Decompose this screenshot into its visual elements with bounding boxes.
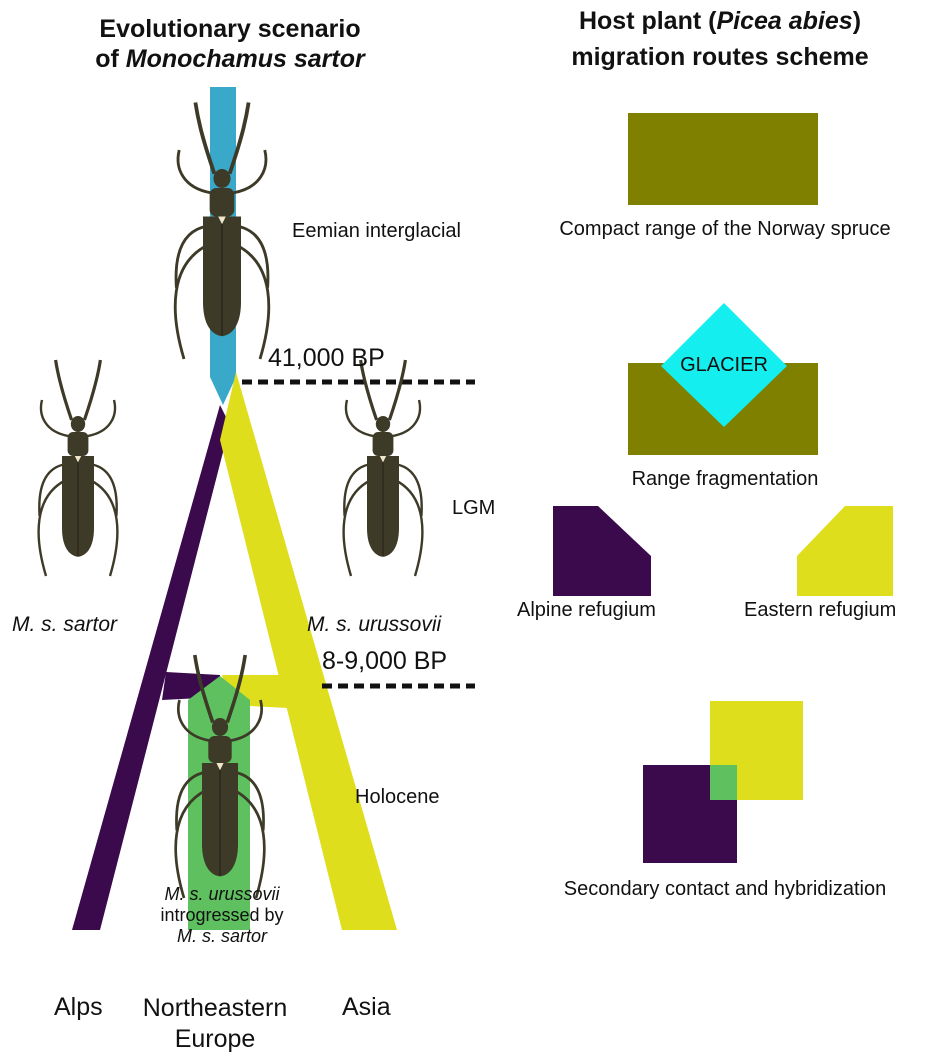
left-title-line1: Evolutionary scenario <box>40 14 420 44</box>
left-title-prefix: of <box>95 45 126 73</box>
bottom-label-alps: Alps <box>54 993 103 1022</box>
hybrid-label-line3: M. s. sartor <box>122 926 322 947</box>
alpine-refugium-label: Alpine refugium <box>517 599 656 622</box>
hybrid-label-line1: M. s. urussovii <box>122 884 322 905</box>
left-panel-title: Evolutionary scenario of Monochamus sart… <box>40 14 420 74</box>
glacier-label: GLACIER <box>664 354 784 377</box>
alpine-refugium-shape <box>553 506 651 596</box>
contact-label: Secondary contact and hybridization <box>530 878 920 901</box>
right-title-line1: Host plant (Picea abies) <box>520 6 920 36</box>
host-plant-name: Picea abies <box>716 7 852 35</box>
bottom-label-northeastern-europe: Northeastern Europe <box>120 993 310 1056</box>
bottom-middle-line1: Northeastern <box>120 993 310 1024</box>
beetle-icon <box>39 360 118 576</box>
right-title-suffix: ) <box>853 7 861 35</box>
hybrid-label-line2: introgressed by <box>122 905 322 926</box>
fragmentation-label: Range fragmentation <box>560 468 890 491</box>
eastern-refugium-label: Eastern refugium <box>744 599 896 622</box>
lgm-label: LGM <box>452 497 495 520</box>
holocene-label: Holocene <box>355 786 440 809</box>
subspecies-right-label: M. s. urussovii <box>307 613 441 637</box>
eemian-label: Eemian interglacial <box>292 220 461 243</box>
hybrid-label: M. s. urussovii introgressed by M. s. sa… <box>122 884 322 948</box>
bottom-label-asia: Asia <box>342 993 391 1022</box>
eastern-refugium-shape <box>797 506 893 596</box>
species-name: Monochamus sartor <box>126 45 365 73</box>
subspecies-left-label: M. s. sartor <box>12 613 117 637</box>
compact-range-box <box>628 113 818 205</box>
hybrid-overlap-square <box>710 765 737 800</box>
split-time-label: 41,000 BP <box>268 344 385 373</box>
right-title-line2: migration routes scheme <box>520 42 920 72</box>
beetle-icon <box>344 360 423 576</box>
contact-time-label: 8-9,000 BP <box>322 647 447 676</box>
bottom-middle-line2: Europe <box>120 1024 310 1055</box>
left-title-line2: of Monochamus sartor <box>40 44 420 74</box>
right-panel-title: Host plant (Picea abies) migration route… <box>520 6 920 72</box>
compact-range-label: Compact range of the Norway spruce <box>530 218 920 241</box>
right-title-prefix: Host plant ( <box>579 7 717 35</box>
